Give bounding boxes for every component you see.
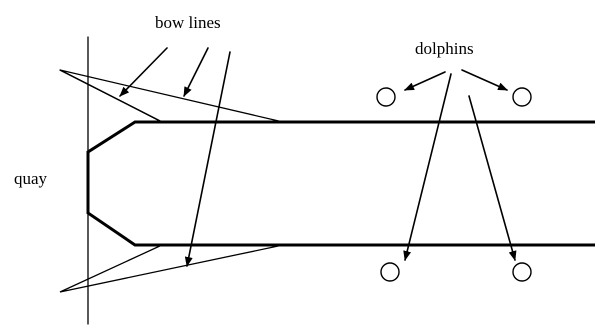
bow-lines-label: bow lines	[155, 13, 221, 32]
dolphin-top-left	[376, 87, 396, 107]
dolphins-arrow-1	[404, 71, 446, 91]
dolphin-bottom-left	[380, 262, 400, 282]
dolphin-bottom-right	[512, 262, 532, 282]
bow-line-upper-bottom	[59, 69, 163, 123]
ship-hull	[86, 120, 595, 247]
bow-lines-arrow-2	[183, 47, 209, 97]
quay-label: quay	[14, 169, 48, 188]
dolphins-label: dolphins	[415, 39, 474, 58]
bow-line-lower-top	[59, 244, 284, 293]
dolphins-arrow-4	[468, 95, 517, 261]
dolphins-arrow-3	[403, 73, 452, 261]
bow-lines-arrow-3	[184, 51, 231, 267]
bow-line-upper-top	[59, 69, 284, 123]
dolphin-top-right	[512, 87, 532, 107]
dolphins-arrow-2	[461, 69, 508, 91]
bow-lines-arrow-1	[119, 47, 168, 97]
